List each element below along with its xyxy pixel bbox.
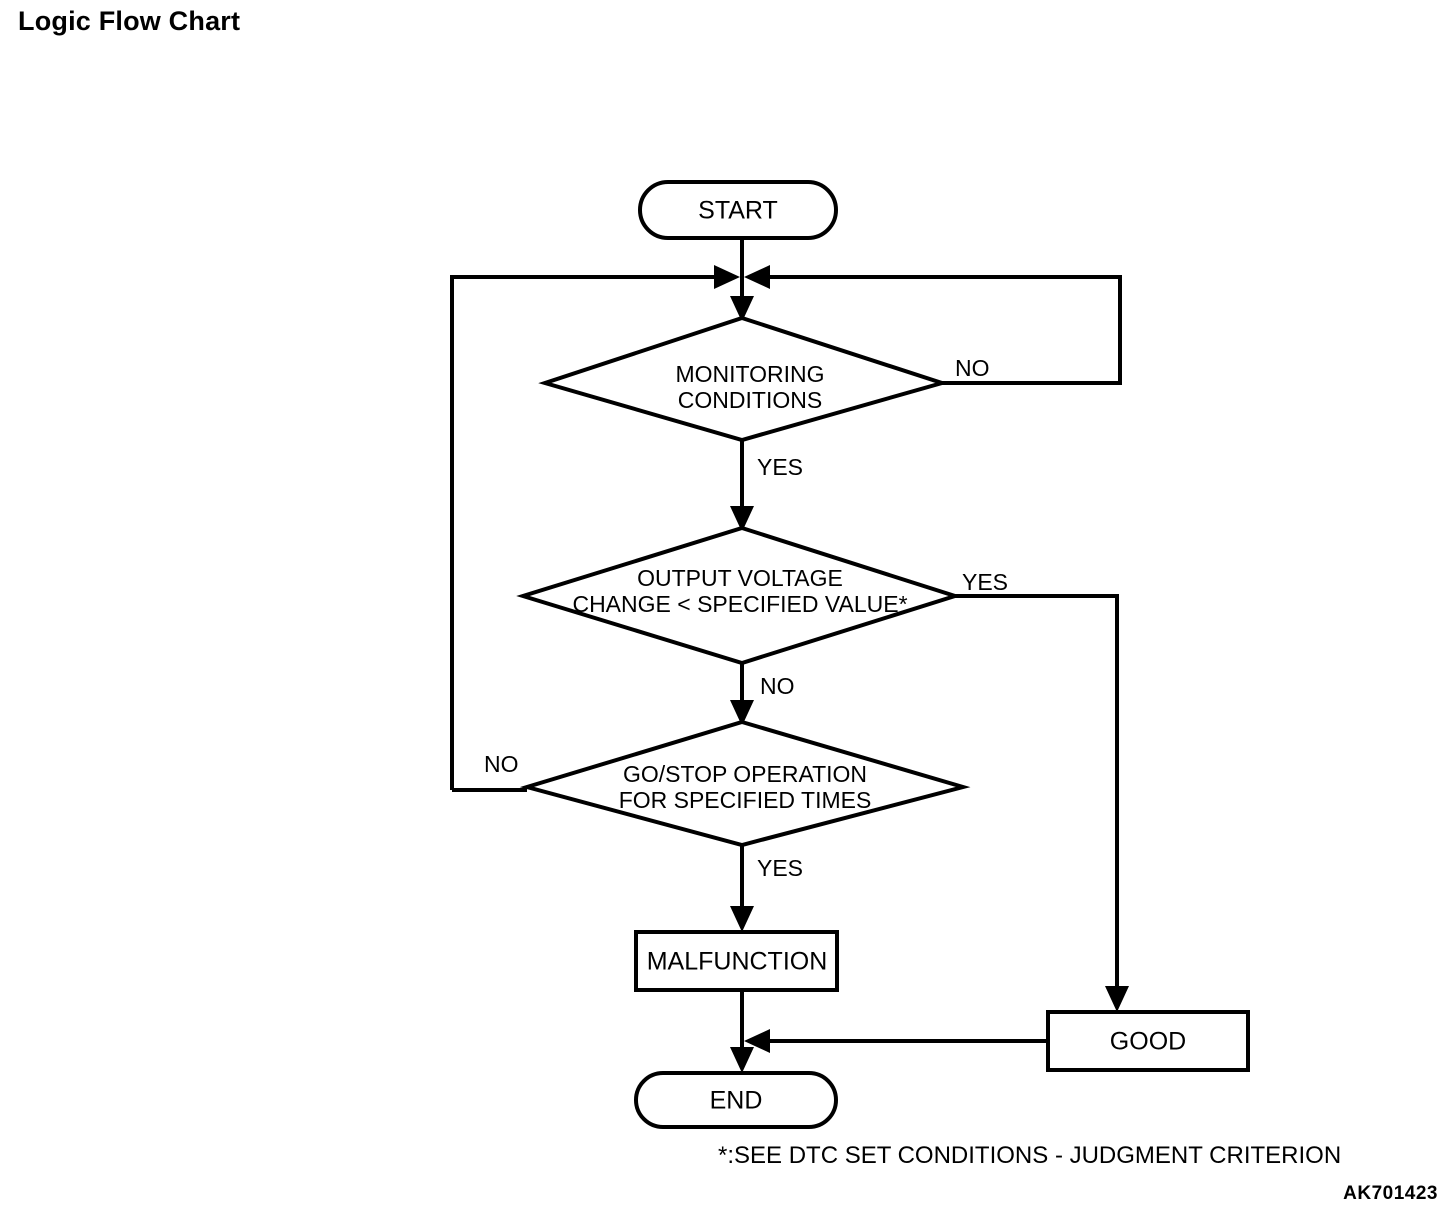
arrowhead-good-into-end-line (744, 1029, 770, 1053)
figure-code: AK701423 (1343, 1183, 1438, 1204)
node-end-label: END (710, 1087, 763, 1115)
arrowhead-into-monitoring (730, 296, 754, 322)
node-malfunction[interactable] (634, 930, 839, 992)
node-monitoring-label-line1: MONITORING (675, 361, 824, 387)
edge-label-monitoring-yes: YES (757, 454, 803, 480)
edge-label-gostop-yes: YES (757, 855, 803, 881)
edge-voltage-yes-to-good (955, 594, 1119, 1006)
node-monitoring-conditions[interactable] (538, 315, 949, 443)
footnote-text: *:SEE DTC SET CONDITIONS - JUDGMENT CRIT… (718, 1142, 1341, 1169)
arrowhead-right-loop-into-join (744, 265, 770, 289)
node-gostop-label-line2: FOR SPECIFIED TIMES (619, 787, 872, 813)
node-output-voltage-check[interactable] (516, 525, 962, 666)
arrowhead-into-end (730, 1047, 754, 1073)
edge-label-gostop-no: NO (484, 751, 519, 777)
node-good[interactable] (1046, 1010, 1250, 1072)
edge-label-voltage-no: NO (760, 673, 795, 699)
arrowhead-into-malfunction (730, 906, 754, 932)
edge-label-voltage-yes: YES (962, 569, 1008, 595)
arrowhead-into-voltage (730, 506, 754, 532)
node-good-label: GOOD (1110, 1028, 1186, 1056)
node-gostop-label-line1: GO/STOP OPERATION (623, 761, 867, 787)
edge-label-monitoring-no: NO (955, 355, 990, 381)
arrowhead-into-good (1105, 986, 1129, 1012)
node-voltage-label-line1: OUTPUT VOLTAGE (637, 565, 843, 591)
node-voltage-label-line2: CHANGE < SPECIFIED VALUE* (572, 591, 907, 617)
node-malfunction-label: MALFUNCTION (647, 948, 828, 976)
node-start[interactable] (638, 180, 838, 240)
arrowhead-left-loop-into-join (714, 265, 740, 289)
node-monitoring-label-line2: CONDITIONS (678, 387, 822, 413)
page-title: Logic Flow Chart (18, 6, 241, 36)
edge-gostop-no-feedback (450, 275, 726, 790)
node-go-stop-operation[interactable] (519, 719, 971, 848)
arrowhead-into-gostop (730, 700, 754, 726)
node-end[interactable] (634, 1071, 838, 1129)
edge-monitoring-no-feedback (758, 275, 1122, 385)
node-start-label: START (698, 197, 778, 225)
